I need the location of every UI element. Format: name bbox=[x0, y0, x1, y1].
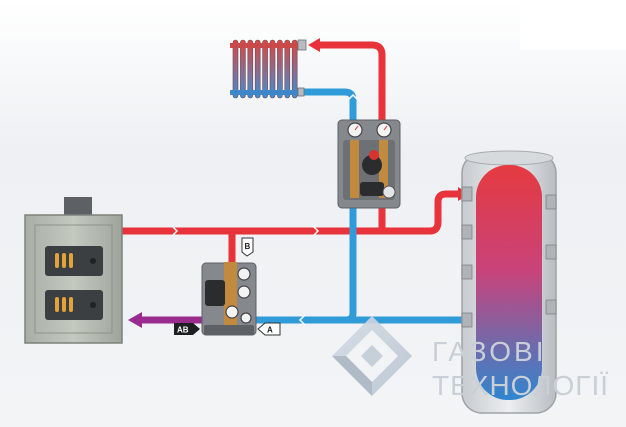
hot-supply-pipe bbox=[122, 190, 462, 235]
flame-icon-lower bbox=[55, 297, 73, 312]
buffer-tank bbox=[461, 150, 557, 414]
tank-nozzles bbox=[461, 186, 557, 328]
radiator-fin bbox=[284, 39, 291, 99]
boiler bbox=[24, 197, 123, 344]
port-tag-ab: AB bbox=[174, 323, 200, 335]
boiler-inner bbox=[34, 224, 113, 334]
mixer-knob bbox=[382, 185, 396, 199]
radiator-supply-pipe bbox=[318, 41, 386, 125]
mixing-unit-pump bbox=[205, 280, 225, 306]
boiler-flue bbox=[64, 197, 92, 217]
port-tag-ab-text: AB bbox=[177, 326, 189, 335]
pipes bbox=[122, 41, 462, 324]
mixer-valve bbox=[360, 182, 384, 196]
pump-red-mark bbox=[369, 150, 379, 160]
radiator-valve-top bbox=[297, 39, 307, 51]
mixing-unit-base bbox=[204, 325, 254, 335]
arrow-mixed-to-boiler bbox=[128, 312, 142, 328]
flame-icon-upper bbox=[55, 253, 73, 268]
door-knob-lower bbox=[90, 302, 96, 308]
radiator-fin bbox=[232, 39, 239, 99]
chevron-hot-1 bbox=[171, 225, 179, 237]
mixing-gauge-bottom bbox=[225, 305, 239, 319]
mixing-gauge-bottom-right bbox=[240, 312, 252, 324]
watermark-line-1: ГАЗОВІ bbox=[432, 336, 547, 367]
tank-inner-fill bbox=[476, 165, 542, 400]
watermark-logo-icon bbox=[332, 316, 412, 396]
mixing-gauge-top bbox=[237, 267, 251, 281]
watermark-line-2: ТЕХНОЛОГІЇ bbox=[432, 370, 610, 401]
port-tag-b: B bbox=[241, 237, 254, 257]
chevron-hot-2 bbox=[312, 225, 320, 237]
radiator bbox=[230, 39, 307, 99]
chevron-rad-return bbox=[347, 93, 359, 101]
chevron-cold-1 bbox=[298, 314, 306, 326]
tank-top-cap bbox=[464, 150, 554, 166]
radiator-fin bbox=[277, 39, 283, 99]
boiler-door-lower bbox=[45, 290, 103, 320]
boiler-body bbox=[24, 214, 123, 344]
gauge-right-needle bbox=[383, 125, 388, 131]
radiator-fins bbox=[232, 39, 298, 99]
radiator-return-pipe bbox=[300, 88, 357, 125]
white-top-right bbox=[520, 0, 626, 50]
radiator-fin bbox=[262, 39, 268, 99]
pump-motor bbox=[362, 155, 382, 175]
radiator-fin bbox=[240, 39, 246, 99]
radiator-fin bbox=[269, 39, 276, 99]
port-tag-a: A bbox=[257, 322, 281, 336]
arrow-radiator-supply bbox=[308, 38, 320, 52]
pump-group bbox=[337, 119, 401, 209]
door-knob-upper bbox=[90, 258, 96, 264]
gauge-left-needle bbox=[354, 125, 359, 131]
port-tag-a-text: A bbox=[267, 326, 273, 335]
port-tag-b-text: B bbox=[245, 242, 251, 251]
mixing-unit bbox=[201, 262, 257, 336]
pump-pipe-left bbox=[350, 140, 359, 198]
mixing-gauge-mid bbox=[237, 285, 251, 299]
boiler-door-upper bbox=[45, 246, 103, 276]
radiator-valve-bottom bbox=[297, 87, 305, 97]
radiator-fin bbox=[291, 39, 298, 99]
pump-pipe-right bbox=[379, 140, 388, 198]
radiator-bottom-bar bbox=[230, 90, 302, 95]
radiator-fin bbox=[254, 39, 261, 99]
radiator-top-bar bbox=[230, 43, 302, 48]
radiator-fin bbox=[247, 39, 254, 99]
